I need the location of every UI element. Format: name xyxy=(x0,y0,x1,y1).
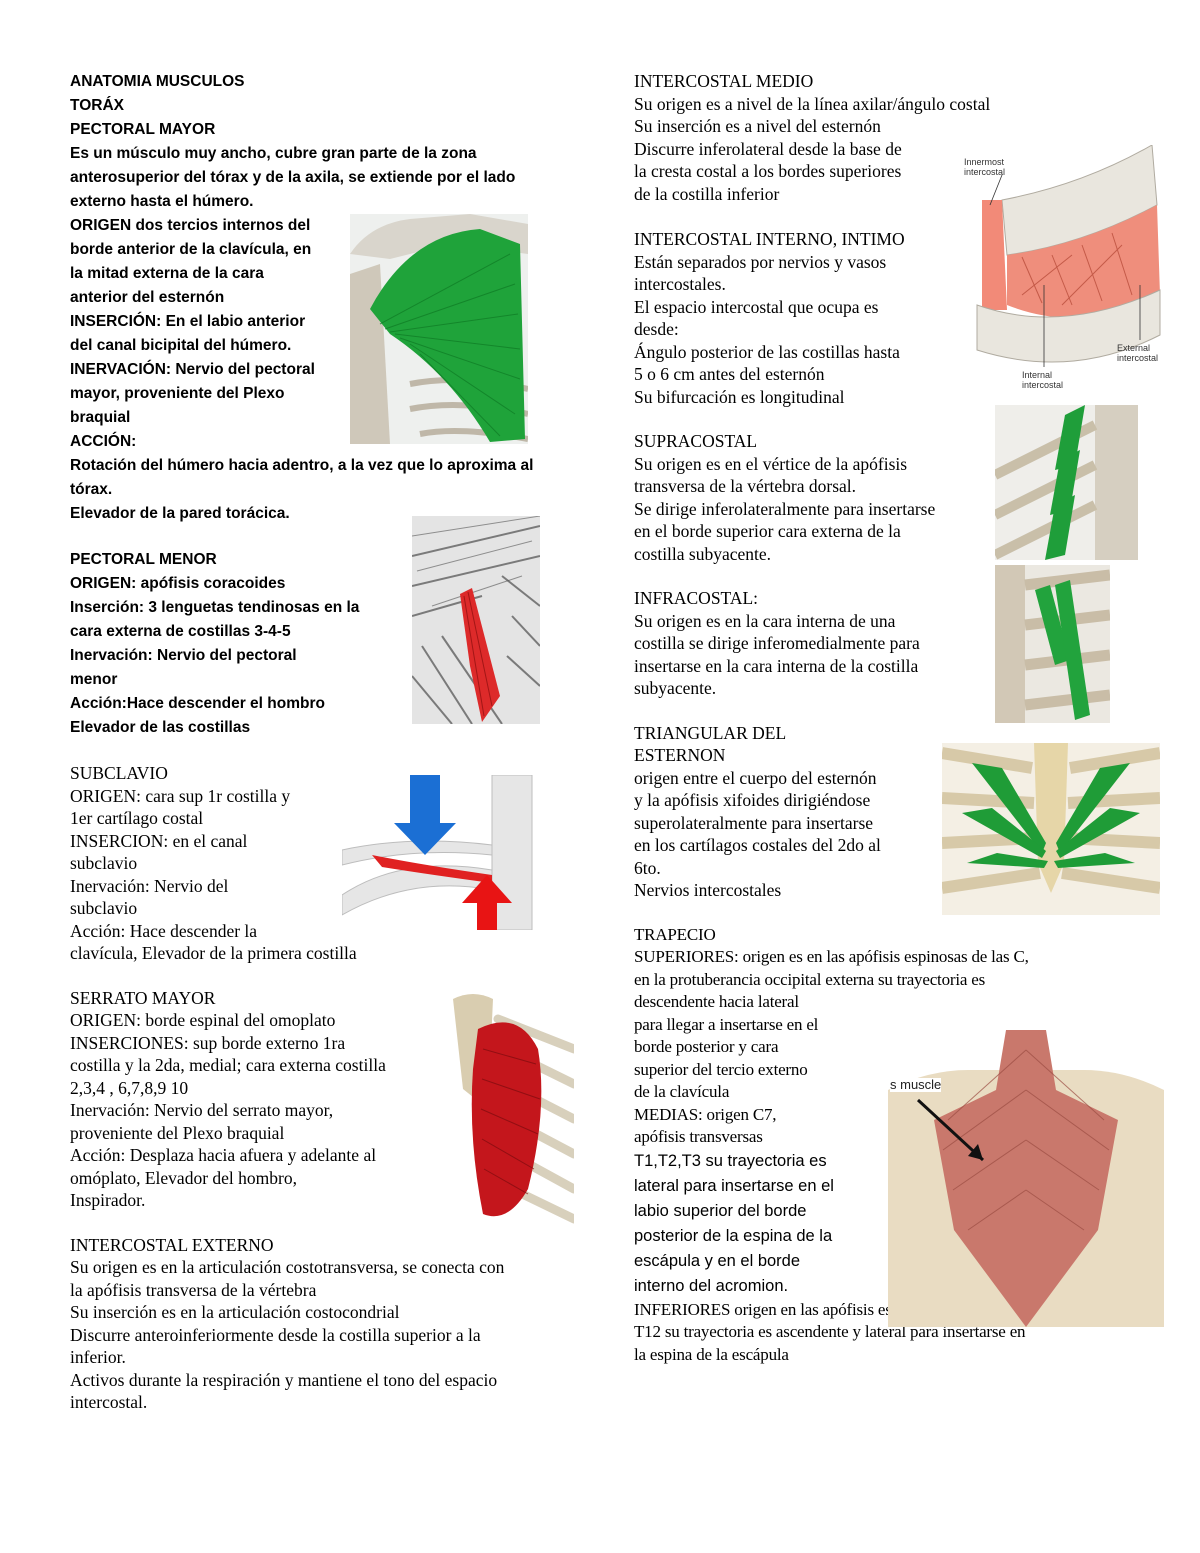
intercostal-externo-text: INTERCOSTAL EXTERNO Su origen es en la a… xyxy=(70,1234,505,1413)
supracostal-text: SUPRACOSTAL Su origen es en el vértice d… xyxy=(634,431,936,564)
right-column: INTERCOSTAL MEDIO Su origen es a nivel d… xyxy=(634,70,1164,1366)
infracostal-figure xyxy=(995,565,1110,723)
internal-intercostal-label: Internal intercostal xyxy=(1022,370,1064,390)
subclavio-text: SUBCLAVIO ORIGEN: cara sup 1r costilla y… xyxy=(70,763,357,963)
external-intercostal-label: External intercostal xyxy=(1117,343,1159,363)
trapecio-text-lower: INFERIORES origen en las apófisis espino… xyxy=(634,1299,1027,1364)
pectoral-menor-figure xyxy=(412,516,540,724)
pectoral-mayor-heading: ANATOMIA MUSCULOS TORÁX PECTORAL MAYOR xyxy=(70,73,245,138)
infracostal-text: INFRACOSTAL: Su origen es en la cara int… xyxy=(634,588,920,698)
intercostal-interno-text: INTERCOSTAL INTERNO, INTIMO Están separa… xyxy=(634,229,905,407)
serrato-mayor-figure xyxy=(448,989,574,1224)
intercostal-medio-text: INTERCOSTAL MEDIO Su origen es a nivel d… xyxy=(634,71,991,204)
trapecio-muscle-label: s muscle xyxy=(890,1077,942,1092)
innermost-intercostal-label: Innermost intercostal xyxy=(964,157,1006,177)
trapecio-text-upper: TRAPECIO SUPERIORES: origen es en las ap… xyxy=(634,924,1029,1147)
trapecio-figure: s muscle xyxy=(888,1030,1164,1327)
supracostal-figure xyxy=(995,405,1138,560)
intercostal-figure: Innermost intercostal External intercost… xyxy=(962,145,1162,390)
pectoral-mayor-figure xyxy=(350,214,528,444)
subclavio-figure xyxy=(342,775,540,930)
serrato-mayor-text: SERRATO MAYOR ORIGEN: borde espinal del … xyxy=(70,987,386,1211)
triangular-esternon-figure xyxy=(942,743,1160,915)
left-column: ANATOMIA MUSCULOS TORÁX PECTORAL MAYOR E… xyxy=(70,70,570,1414)
triangular-esternon-text: TRIANGULAR DEL ESTERNON origen entre el … xyxy=(634,722,881,901)
pectoral-mayor-description: Es un músculo muy ancho, cubre gran part… xyxy=(70,145,516,210)
pectoral-mayor-action: Rotación del húmero hacia adentro, a la … xyxy=(70,457,534,522)
pectoral-menor-text: PECTORAL MENOR ORIGEN: apófisis coracoid… xyxy=(70,551,360,736)
pectoral-mayor-details: ORIGEN dos tercios internos del borde an… xyxy=(70,217,315,450)
trapecio-text-middle: T1,T2,T3 su trayectoria es lateral para … xyxy=(634,1151,834,1295)
